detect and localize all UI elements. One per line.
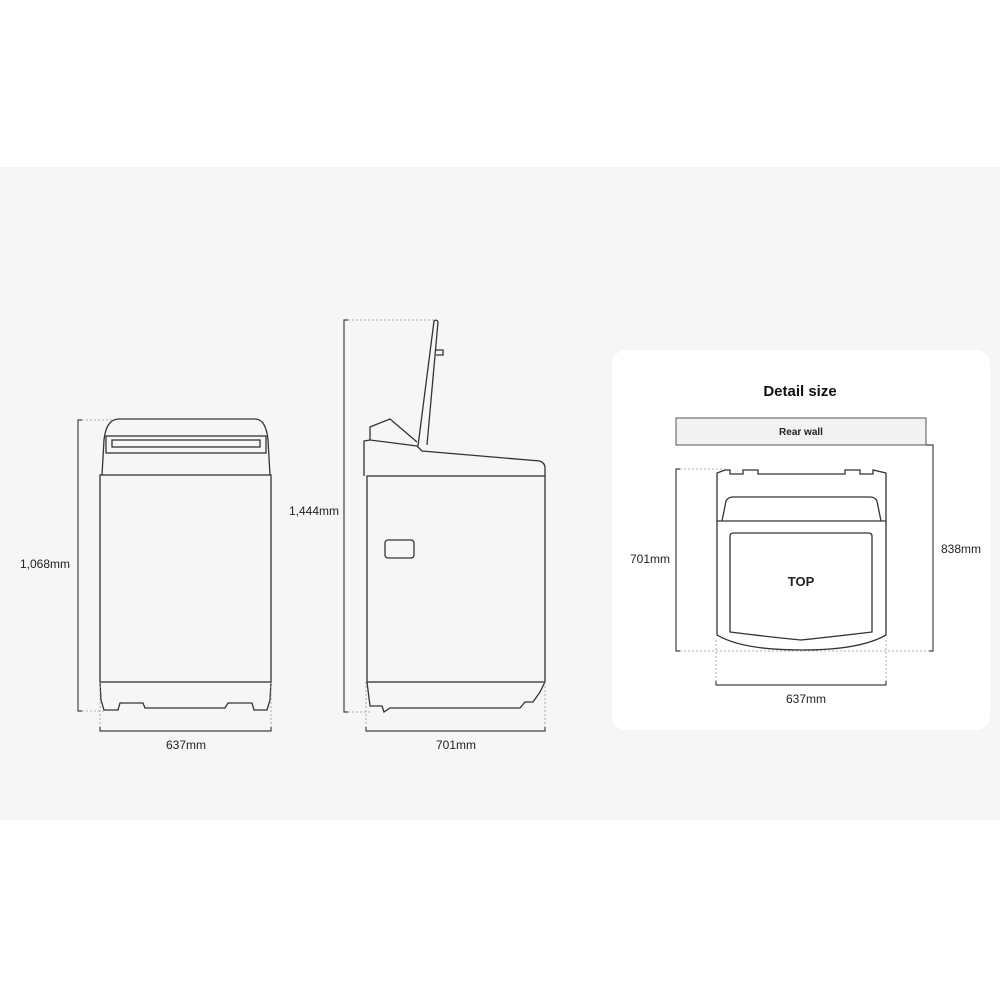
side-body — [366, 475, 546, 683]
front-body — [99, 474, 272, 683]
side-base — [366, 681, 546, 714]
front-display-strip — [111, 439, 261, 448]
detail-top-view: Detail size Rear wall TOP 701mm 838mm 63… — [630, 383, 981, 706]
detail-depth-label: 701mm — [630, 552, 670, 566]
front-view: 1,068mm 637mm — [20, 418, 272, 752]
rear-wall-label: Rear wall — [779, 427, 823, 438]
front-height-label: 1,068mm — [20, 557, 70, 571]
detail-clearance-label: 838mm — [941, 542, 981, 556]
detail-title: Detail size — [763, 383, 836, 400]
side-view: 1,444mm 701mm — [289, 319, 546, 752]
side-handle-recess — [384, 539, 415, 559]
side-open-lid — [417, 319, 439, 447]
rear-wall — [675, 417, 927, 446]
detail-width-label: 637mm — [786, 692, 826, 706]
front-width-dimension — [99, 727, 272, 732]
detail-clearance-dimension — [926, 444, 934, 652]
front-width-label: 637mm — [166, 738, 206, 752]
front-base — [99, 681, 272, 711]
top-control-panel — [721, 496, 882, 522]
lid-handle — [436, 349, 444, 356]
top-lid — [729, 532, 873, 641]
side-width-dimension — [365, 727, 546, 732]
detail-width-dimension — [715, 681, 887, 686]
top-outline — [716, 469, 887, 651]
side-height-label: 1,444mm — [289, 504, 339, 518]
detail-size-panel — [612, 350, 990, 730]
front-top-lid — [101, 418, 271, 476]
side-width-label: 701mm — [436, 738, 476, 752]
side-top — [363, 439, 546, 476]
side-height-dimension — [343, 319, 348, 713]
front-height-dimension — [77, 419, 82, 712]
side-control-hump — [369, 418, 418, 443]
detail-depth-dimension — [675, 468, 680, 652]
top-label: TOP — [788, 574, 815, 589]
front-control-panel — [105, 435, 267, 454]
